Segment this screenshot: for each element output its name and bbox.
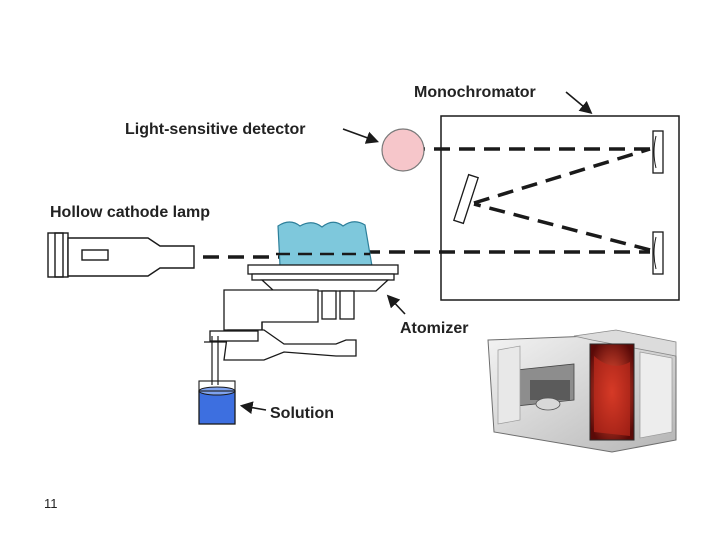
light-beam	[128, 147, 651, 259]
solution-beaker	[198, 380, 236, 425]
monochromator-label: Monochromator	[414, 84, 536, 101]
solution-label: Solution	[270, 405, 334, 422]
detector-arrow	[342, 128, 380, 144]
page-number: 11	[44, 496, 58, 511]
lower-mirror	[652, 231, 664, 275]
upper-mirror	[652, 130, 664, 174]
hollow-cathode-lamp	[47, 232, 195, 278]
atomizer-burner	[209, 264, 399, 361]
solution-arrow	[239, 401, 267, 414]
atomizer-label: Atomizer	[400, 320, 468, 337]
aas-instrument-illustration	[487, 329, 677, 453]
diffraction-grating	[453, 173, 479, 225]
lamp-label: Hollow cathode lamp	[50, 204, 210, 221]
monochromator-arrow	[565, 91, 593, 115]
flame	[277, 221, 373, 267]
nebulizer-tube	[204, 336, 226, 385]
detector-label: Light-sensitive detector	[125, 121, 305, 138]
monochromator-box	[440, 115, 680, 301]
detector-sphere	[381, 128, 425, 172]
atomizer-arrow	[386, 294, 406, 315]
